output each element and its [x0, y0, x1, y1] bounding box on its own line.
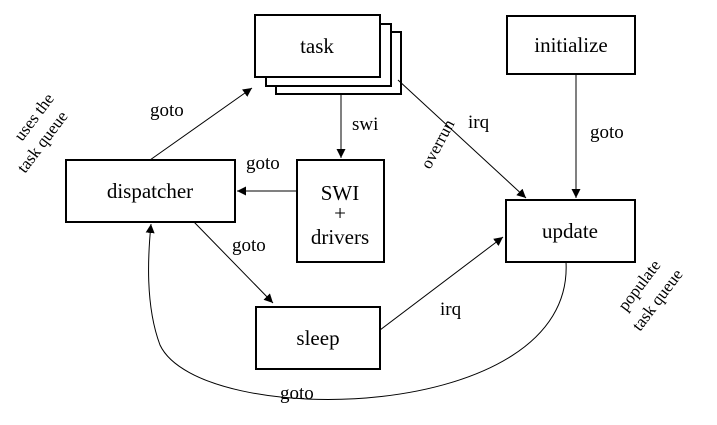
edge-swi-to-dispatcher-label: goto [246, 153, 280, 174]
edge-dispatcher-to-task [149, 87, 253, 161]
initialize-node: initialize [506, 15, 636, 75]
dispatcher-label: dispatcher [107, 179, 193, 203]
edge-update-to-dispatcher-label: goto [280, 383, 314, 404]
swi-label: SWI [321, 181, 360, 205]
edge-sleep-to-update-label: irq [440, 299, 462, 320]
update-box [505, 199, 636, 263]
sleep-label: sleep [296, 326, 339, 350]
edge-task-to-update-overrun-label: overrun [417, 116, 459, 172]
update-node: update [505, 199, 636, 263]
edge-update-to-dispatcher [145, 223, 567, 400]
dispatcher-box [65, 159, 236, 223]
edge-task-to-swi-label: swi [352, 114, 378, 135]
drivers-label: drivers [311, 225, 369, 249]
swi-plus-label: + [334, 201, 346, 225]
initialize-label: initialize [534, 33, 607, 57]
task-stack-front [254, 14, 381, 78]
swi-drivers-box [296, 159, 385, 263]
edge-initialize-to-update-label: goto [590, 122, 624, 143]
dispatcher-node: dispatcher [65, 159, 236, 223]
edge-dispatcher-to-task-label: goto [150, 100, 184, 121]
task-node: task [254, 14, 402, 95]
swi-drivers-node: SWI + drivers [296, 159, 385, 263]
sleep-node: sleep [255, 306, 381, 370]
initialize-box [506, 15, 636, 75]
task-label: task [300, 34, 334, 58]
edge-sleep-to-update [379, 236, 504, 331]
sleep-box [255, 306, 381, 370]
dispatcher-note: uses the task queue [10, 90, 72, 177]
edge-task-to-update-irq-label: irq [468, 112, 490, 133]
edge-task-to-update [397, 79, 527, 199]
edge-dispatcher-to-sleep [193, 221, 274, 304]
edge-dispatcher-to-sleep-label: goto [232, 235, 266, 256]
update-note: populate task queue [614, 256, 687, 334]
update-label: update [542, 219, 598, 243]
